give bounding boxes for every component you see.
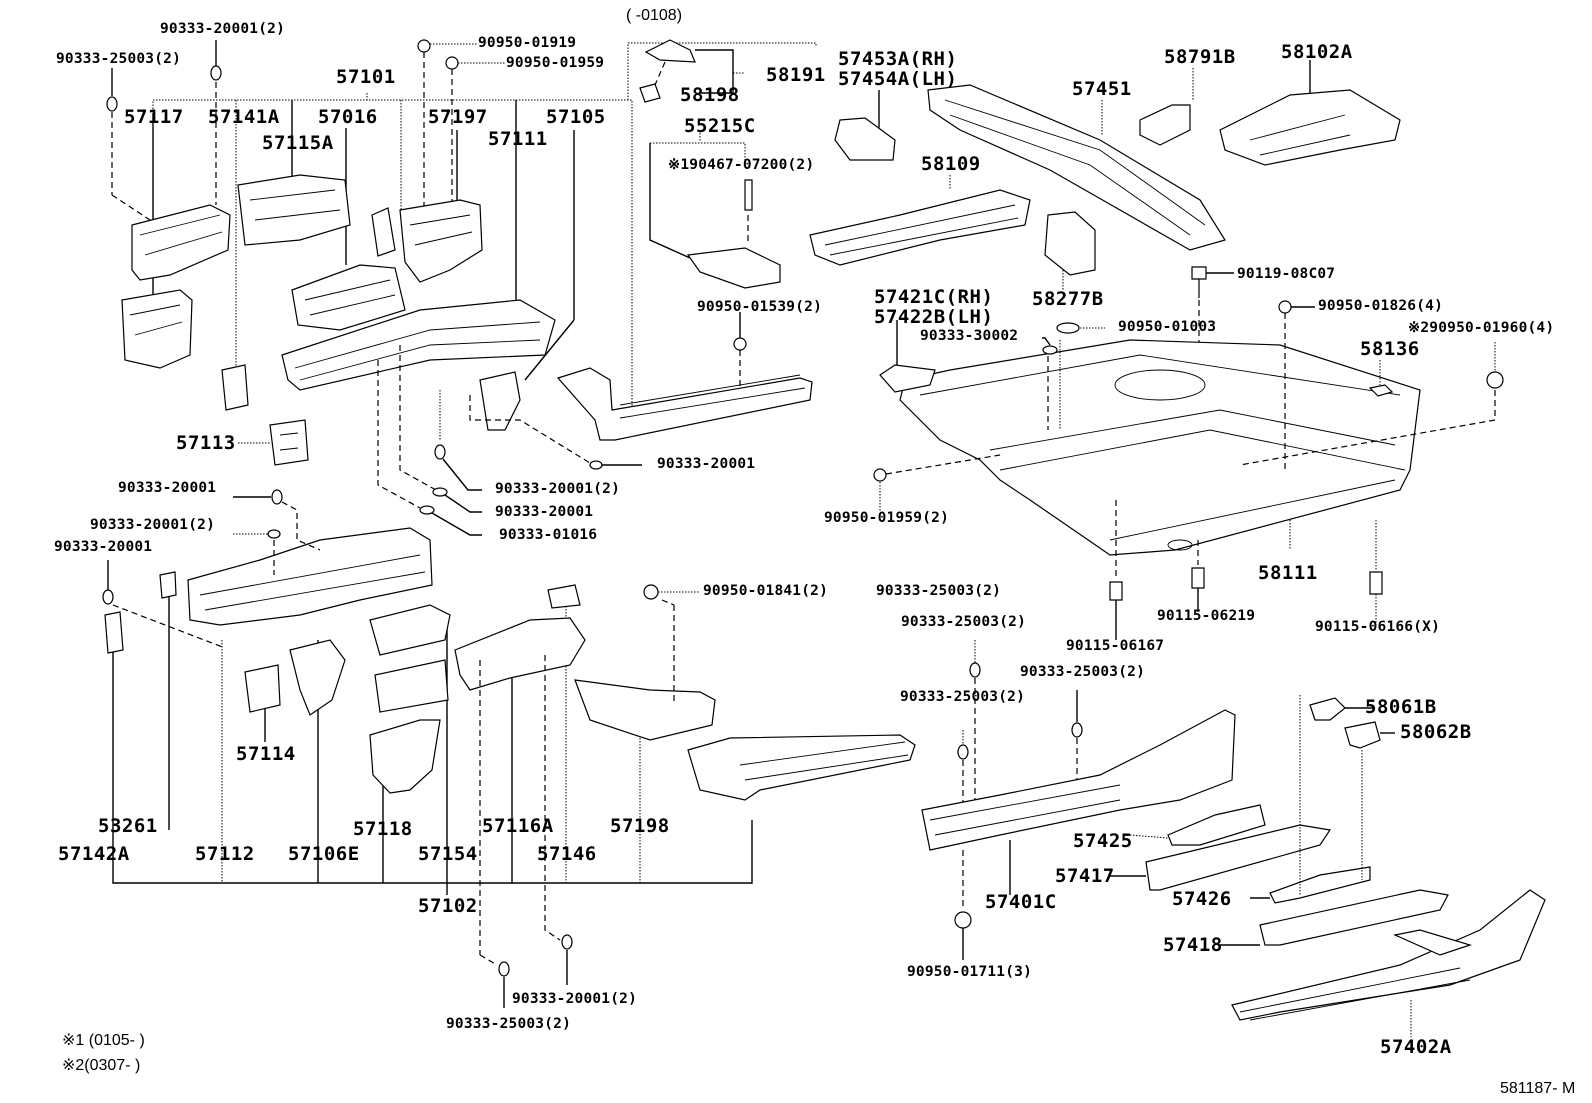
part-label: 90119-08C07	[1237, 266, 1336, 282]
part-label: 57146	[537, 843, 597, 865]
part-label: 57117	[124, 106, 184, 128]
part-label: 57454A(LH)	[838, 68, 958, 90]
part-label: ※290950-01960(4)	[1408, 320, 1555, 336]
part-label: 57101	[336, 66, 396, 88]
part-label: 58136	[1360, 338, 1420, 360]
part-label: 90950-01959	[506, 55, 605, 71]
part-label: 53261	[98, 815, 158, 837]
part-label: 57112	[195, 843, 255, 865]
part-label: 90333-25003(2)	[446, 1016, 572, 1032]
part-label: 57141A	[208, 106, 280, 128]
part-label: 90115-06219	[1157, 608, 1256, 624]
part-label: 90333-25003(2)	[56, 51, 182, 67]
part-label: 55215C	[684, 115, 756, 137]
footnote-1: ※1 (0105- )	[62, 1032, 145, 1049]
part-label: 90333-25003(2)	[900, 689, 1026, 705]
part-label: 57453A(RH)	[838, 48, 958, 70]
part-label: 57451	[1072, 78, 1132, 100]
parts-lower-right	[922, 640, 1545, 1037]
part-label: 58102A	[1281, 41, 1353, 63]
part-label: 90333-20001	[54, 539, 153, 555]
part-label: 90333-20001	[118, 480, 217, 496]
parts-top-right	[810, 60, 1400, 400]
part-label: 90333-20001(2)	[495, 481, 621, 497]
part-label: 57198	[610, 815, 670, 837]
part-label: 90333-25003(2)	[876, 583, 1002, 599]
part-label: 57425	[1073, 830, 1133, 852]
part-label: 90333-30002	[920, 328, 1019, 344]
part-label: 90950-01841(2)	[703, 583, 829, 599]
part-label: 57116A	[482, 815, 554, 837]
date-range-note: ( -0108)	[626, 7, 683, 24]
part-label: 90333-20001(2)	[512, 991, 638, 1007]
part-label: 90333-25003(2)	[901, 614, 1027, 630]
part-label: 58277B	[1032, 288, 1104, 310]
part-label: 57016	[318, 106, 378, 128]
part-label: 57111	[488, 128, 548, 150]
part-label: 57418	[1163, 934, 1223, 956]
part-label: 57422B(LH)	[874, 306, 994, 328]
part-label: 90333-20001(2)	[90, 517, 216, 533]
part-label: 57106E	[288, 843, 360, 865]
part-label: 90950-01959(2)	[824, 510, 950, 526]
diagram-reference-code: 581187- M	[1500, 1080, 1576, 1097]
part-label: 90950-01003	[1118, 319, 1217, 335]
part-label: 58109	[921, 153, 981, 175]
part-floor-pan-58111	[874, 301, 1503, 640]
part-label: 90950-01539(2)	[697, 299, 823, 315]
part-label: 90950-01711(3)	[907, 964, 1033, 980]
part-label: 90950-01919	[478, 35, 577, 51]
part-label: 57102	[418, 895, 478, 917]
part-label: 58791B	[1164, 46, 1236, 68]
part-label: 58191	[766, 64, 826, 86]
part-label: 57115A	[262, 132, 334, 154]
parts-lower-left	[103, 490, 915, 1008]
part-label: 90333-20001	[657, 456, 756, 472]
grommets-top-left	[107, 40, 505, 230]
part-label: 90333-20001(2)	[160, 21, 286, 37]
part-label: 57154	[418, 843, 478, 865]
part-label: 57113	[176, 432, 236, 454]
parts-front-left	[122, 175, 555, 465]
part-label: 90115-06166(X)	[1315, 619, 1441, 635]
part-label: 57118	[353, 818, 413, 840]
part-label: 57426	[1172, 888, 1232, 910]
grommets-mid-left	[378, 345, 642, 535]
part-label: 90115-06167	[1066, 638, 1165, 654]
part-label: 57105	[546, 106, 606, 128]
part-label: 57114	[236, 743, 296, 765]
part-label: 57142A	[58, 843, 130, 865]
part-label: 57401C	[985, 891, 1057, 913]
footnote-2: ※2(0307- )	[62, 1057, 141, 1074]
part-label: 90950-01826(4)	[1318, 298, 1444, 314]
part-label: 58111	[1258, 562, 1318, 584]
part-label: 57402A	[1380, 1036, 1452, 1058]
part-label: 58061B	[1365, 696, 1437, 718]
part-label: 90333-20001	[495, 504, 594, 520]
parts-rocker-front	[558, 40, 816, 440]
part-label: 58062B	[1400, 721, 1472, 743]
part-label: 57421C(RH)	[874, 286, 994, 308]
part-label: 57417	[1055, 865, 1115, 887]
bracket-57102	[113, 590, 752, 895]
part-label: 90333-01016	[499, 527, 598, 543]
part-label: ※190467-07200(2)	[668, 157, 815, 173]
part-label: 90333-25003(2)	[1020, 664, 1146, 680]
part-label: 58198	[680, 84, 740, 106]
part-label: 57197	[428, 106, 488, 128]
